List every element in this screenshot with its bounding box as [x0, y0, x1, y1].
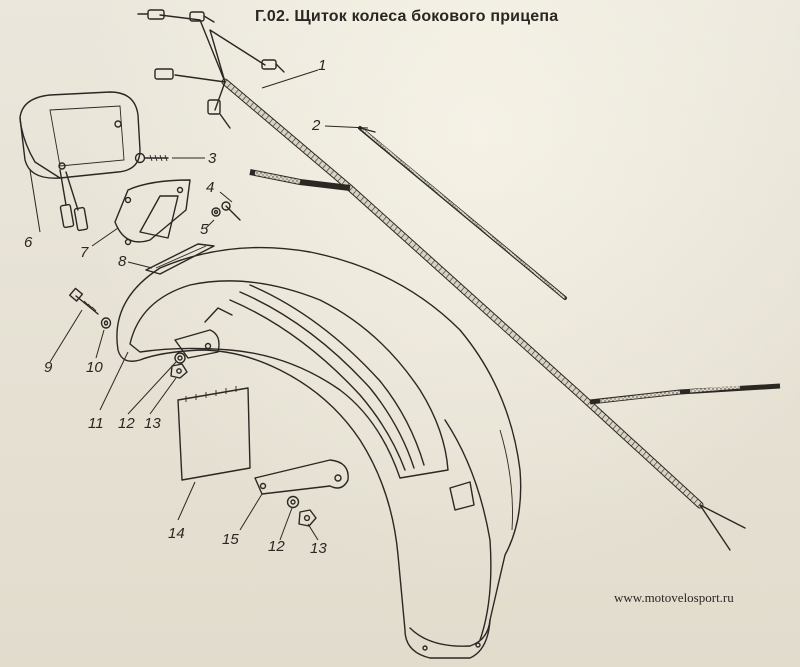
callout-3: 3 [208, 150, 217, 167]
leader-lines [29, 69, 369, 541]
callout-4: 4 [206, 179, 214, 196]
callout-12: 12 [118, 415, 135, 432]
lens-strip [145, 243, 215, 275]
callout-13-lower: 13 [310, 540, 327, 557]
lamp-bracket [114, 179, 191, 246]
callout-1: 1 [318, 57, 326, 74]
fender [116, 246, 522, 659]
washer-nut-lower [286, 495, 317, 527]
washer-nut-upper [170, 352, 188, 379]
callout-14: 14 [168, 525, 185, 542]
callout-8: 8 [118, 253, 127, 270]
callout-11: 11 [88, 415, 104, 432]
wire-harness [137, 9, 781, 551]
callout-6: 6 [24, 234, 33, 251]
tail-lamp [19, 91, 141, 232]
diagram-title: Г.02. Щиток колеса бокового прицепа [255, 8, 559, 25]
callout-15: 15 [222, 531, 239, 548]
clamp-strip [254, 459, 349, 495]
callout-9: 9 [44, 359, 53, 376]
callout-2: 2 [311, 117, 321, 134]
bolt-9 [69, 287, 99, 315]
callout-numbers: 1 2 3 4 5 6 7 8 9 10 11 12 13 14 15 12 1… [24, 57, 327, 557]
callout-12-lower: 12 [268, 538, 285, 555]
rod [358, 126, 567, 300]
website-watermark: www.motovelosport.ru [614, 590, 734, 605]
washer-10 [100, 317, 112, 329]
screw [134, 152, 169, 164]
mud-flap [177, 386, 251, 481]
bolt-and-washer [211, 201, 241, 221]
callout-7: 7 [80, 244, 89, 261]
callout-5: 5 [200, 221, 209, 238]
callout-10: 10 [86, 359, 103, 376]
callout-13: 13 [144, 415, 161, 432]
